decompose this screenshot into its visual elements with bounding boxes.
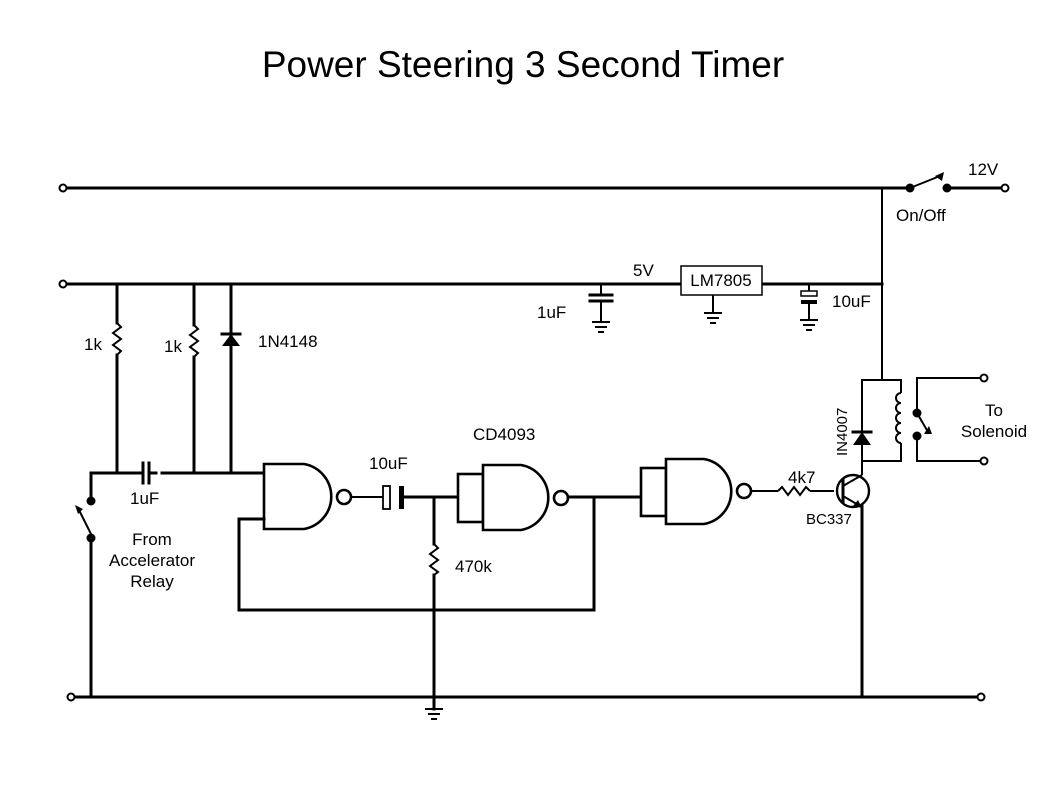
resistor-470k [425, 495, 443, 720]
label-470k: 470k [455, 557, 492, 576]
rail-12v [58, 183, 910, 193]
diagram-title: Power Steering 3 Second Timer [262, 44, 784, 85]
label-10uf-timing: 10uF [369, 454, 408, 473]
label-accelerator: Accelerator [109, 551, 195, 570]
rail-5v [58, 279, 884, 289]
resistor-4k7 [751, 485, 834, 497]
terminal-5v-left [58, 279, 68, 289]
label-5v: 5V [633, 261, 654, 280]
terminal-solenoid-1 [979, 373, 989, 383]
diode-1n4148 [220, 282, 242, 475]
relay-coil [861, 379, 902, 462]
label-1uf-input: 1uF [130, 489, 159, 508]
label-from: From [132, 530, 172, 549]
capacitor-1uf-reg [588, 284, 614, 333]
terminal-solenoid-2 [979, 456, 989, 466]
rail-ground [66, 692, 986, 702]
terminal-12v-left [58, 183, 68, 193]
diode-in4007 [851, 430, 873, 445]
switch-accelerator-relay [75, 496, 96, 699]
nand-gate-2 [456, 463, 643, 532]
label-on-off: On/Off [896, 206, 946, 225]
capacitor-10uf-reg [800, 284, 818, 331]
label-to: To [985, 401, 1003, 420]
label-1n4148: 1N4148 [258, 332, 318, 351]
label-10uf-reg: 10uF [832, 292, 871, 311]
transistor-bc337 [835, 461, 871, 699]
label-in4007: IN4007 [834, 408, 851, 456]
label-12v: 12V [968, 160, 999, 179]
label-solenoid: Solenoid [961, 422, 1027, 441]
terminal-gnd-left [66, 692, 76, 702]
label-r2: 1k [164, 337, 182, 356]
resistor-r1-1k [111, 282, 123, 475]
label-4k7: 4k7 [788, 468, 815, 487]
regulator-lm7805 [680, 265, 763, 324]
nand-gate-3 [639, 457, 753, 526]
label-r1: 1k [84, 335, 102, 354]
label-cd4093: CD4093 [473, 425, 535, 444]
label-1uf-reg: 1uF [537, 303, 566, 322]
nand-gate-1 [237, 462, 596, 612]
label-bc337: BC337 [806, 511, 852, 528]
relay-contacts [912, 373, 989, 466]
resistor-r2-1k [188, 282, 200, 475]
label-lm7805: LM7805 [690, 271, 751, 290]
capacitor-10uf-timing [351, 485, 460, 510]
capacitor-1uf-input [89, 461, 266, 499]
label-relay: Relay [130, 572, 174, 591]
switch-on-off [905, 172, 1010, 193]
terminal-gnd-right [976, 692, 986, 702]
terminal-12v-right [1000, 183, 1010, 193]
